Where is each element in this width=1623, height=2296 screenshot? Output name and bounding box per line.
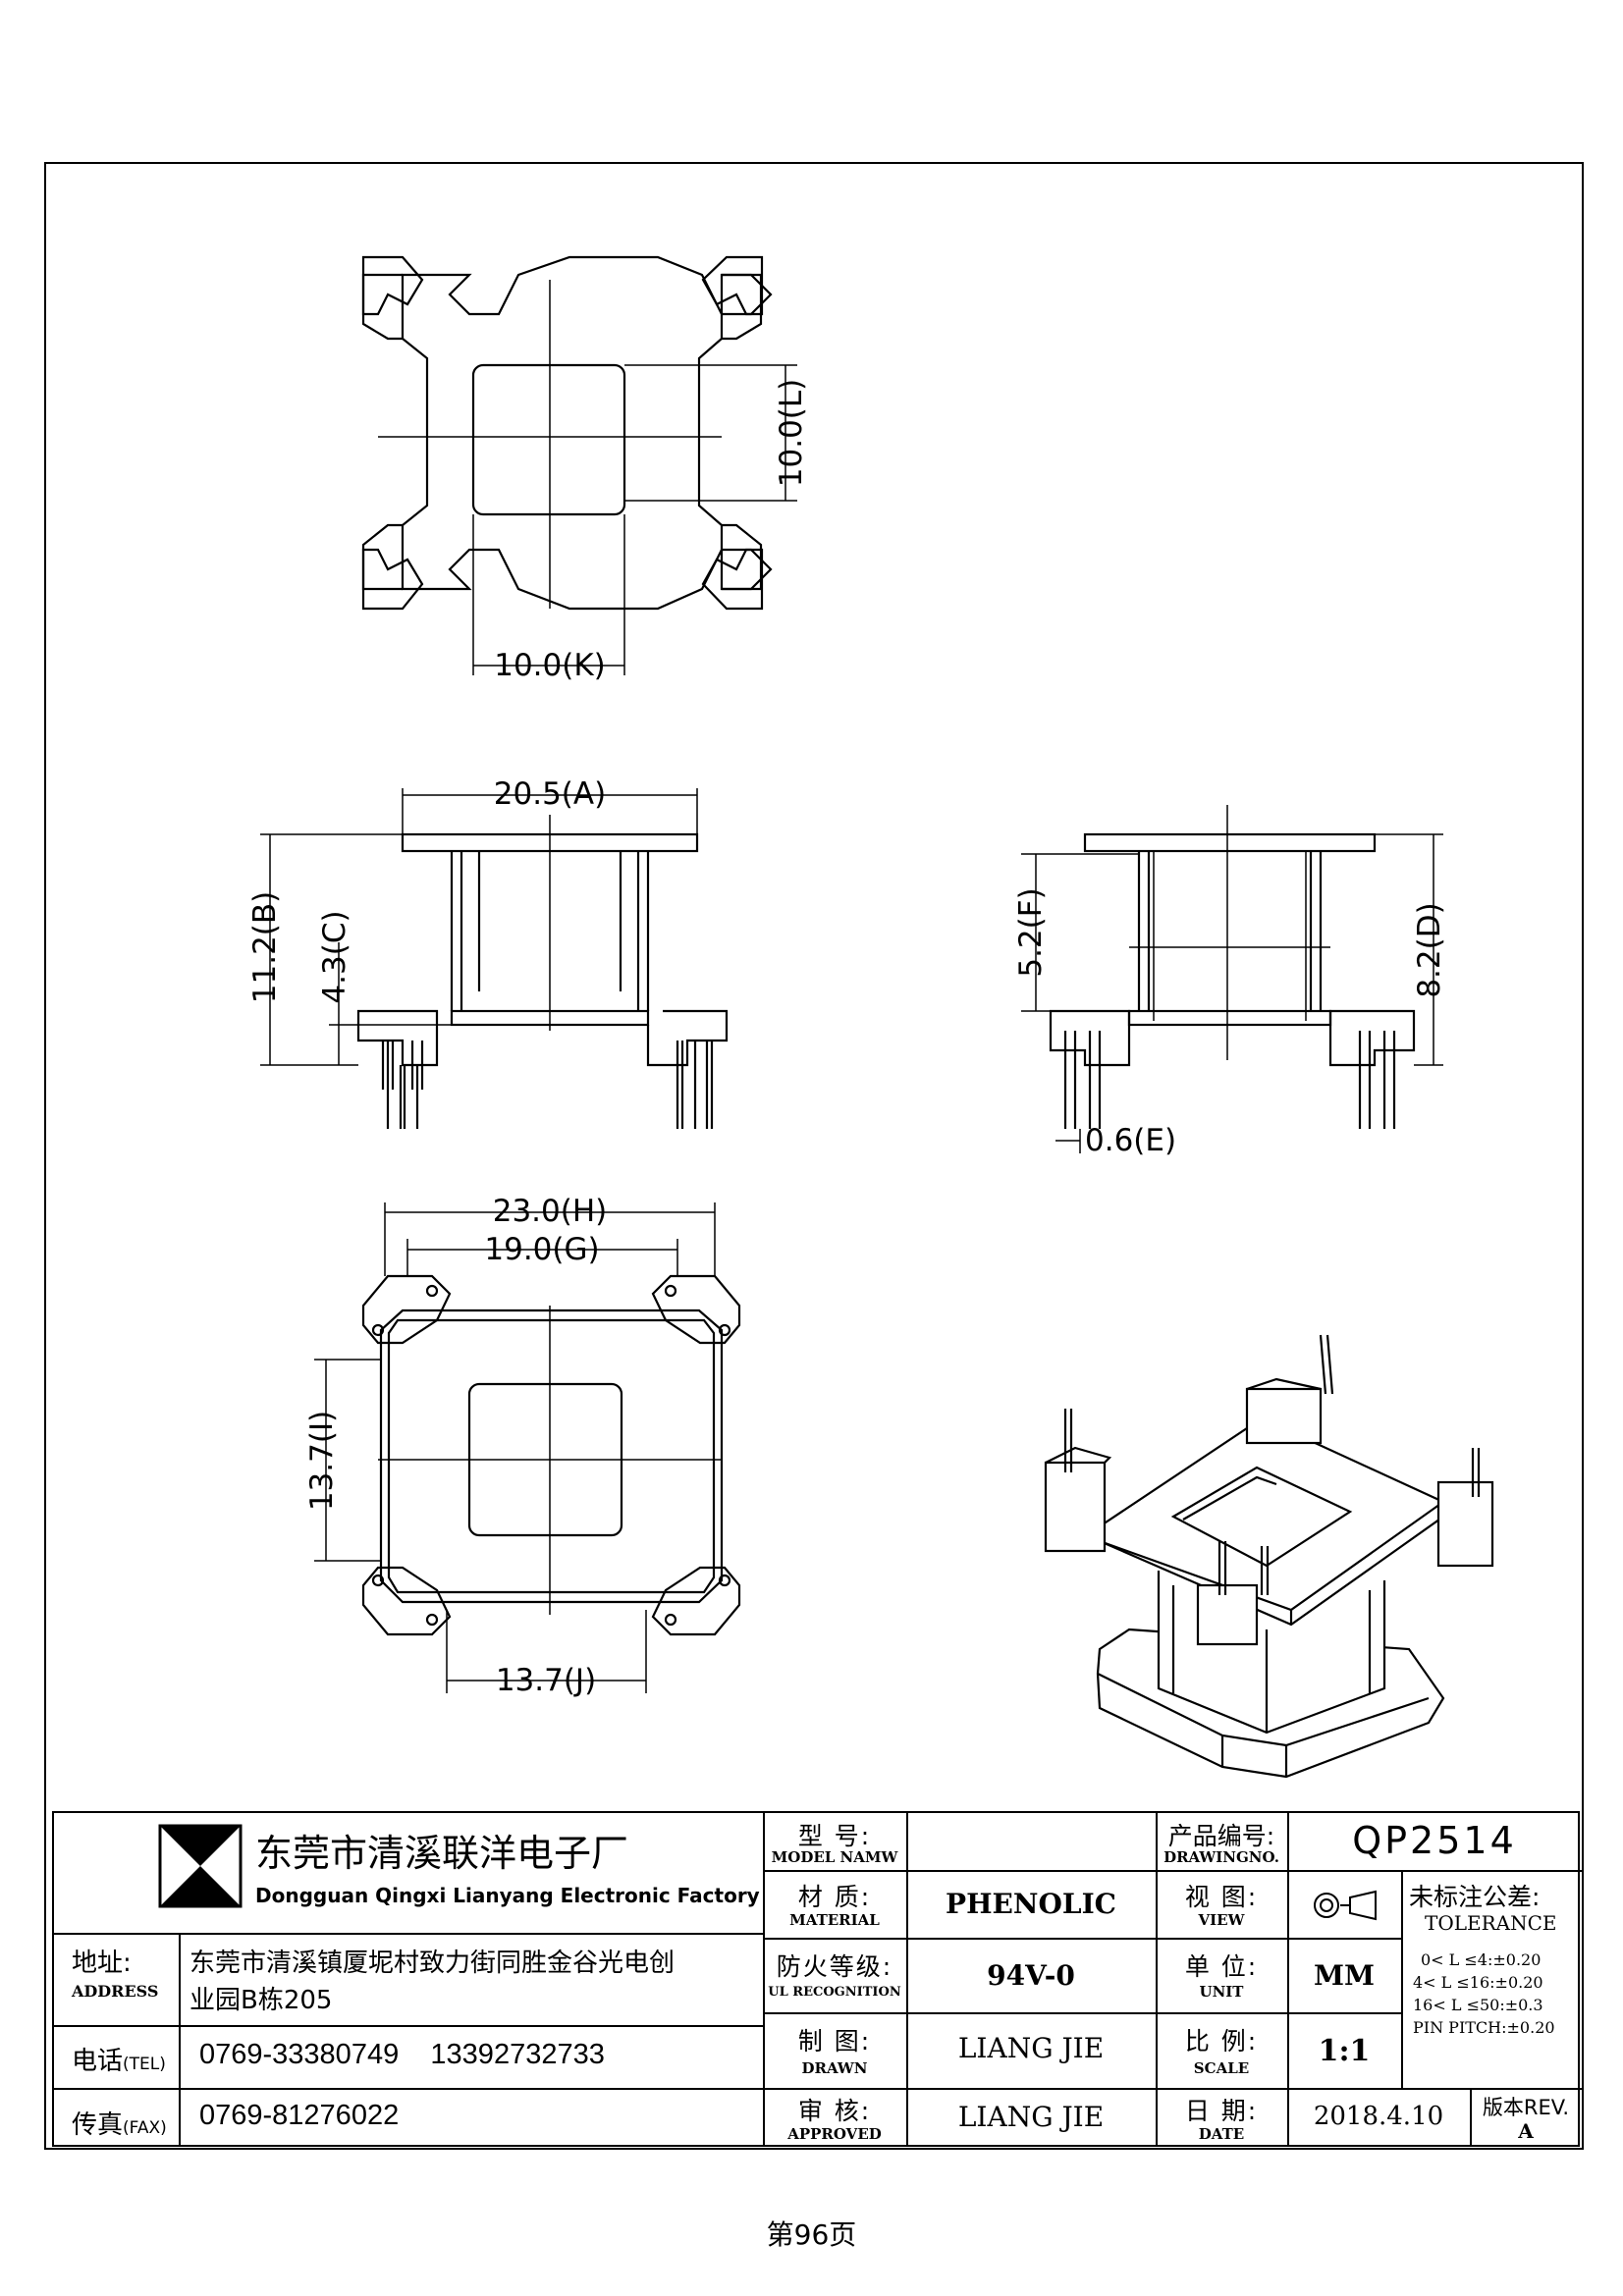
ul-label-en: UL RECOGNITION (768, 1985, 901, 2000)
material-label-cn: 材 质: (797, 1883, 872, 1911)
dim-C-label: 4.3(C) (317, 910, 352, 1003)
approved-label-en: APPROVED (787, 2125, 882, 2143)
unit-label-cn: 单 位: (1184, 1952, 1259, 1981)
isometric-view (1044, 1334, 1494, 1779)
date-label-cn: 日 期: (1184, 2097, 1259, 2125)
ul-value: 94V-0 (987, 1959, 1075, 1992)
tolerance-block: 未标注公差: TOLERANCE 0< L ≤4:±0.20 4< L ≤16:… (1405, 1874, 1580, 2085)
dim-B-label: 11.2(B) (247, 891, 283, 1003)
tolerance-title-cn: 未标注公差: (1409, 1883, 1541, 1911)
address-label-cn: 地址: (72, 1949, 132, 1978)
model-label: 型 号: MODEL NAMW (763, 1813, 906, 1870)
fax-label: 传真(FAX) (72, 2105, 180, 2141)
drawing-frame (44, 162, 1584, 2150)
material-value: PHENOLIC (946, 1888, 1116, 1920)
tel-label-en: (TEL) (123, 2055, 166, 2074)
ul-label: 防火等级: UL RECOGNITION (763, 1938, 906, 2012)
drawingno-label: 产品编号: DRAWINGNO. (1156, 1813, 1287, 1870)
model-label-cn: 型 号: (797, 1822, 872, 1850)
drawn-label-en: DRAWN (801, 2059, 868, 2077)
tel-label-cn: 电话 (72, 2047, 124, 2076)
dim-G-label: 19.0(G) (484, 1232, 599, 1267)
tel-value: 0769-33380749 13392732733 (199, 2039, 605, 2070)
fax-label-cn: 传真 (72, 2110, 124, 2140)
unit-value: MM (1314, 1959, 1375, 1992)
dim-I-label: 13.7(I) (304, 1411, 340, 1511)
address-line-2: 业园B栋205 (189, 1986, 333, 2015)
fax-value: 0769-81276022 (199, 2100, 400, 2131)
view-label-en: VIEW (1198, 1911, 1245, 1929)
side-view (1021, 805, 1443, 1153)
model-label-en: MODEL NAMW (771, 1848, 898, 1866)
tolerance-line-3: 16< L ≤50:±0.3 (1413, 1996, 1543, 2014)
approved-label: 审 核: APPROVED (763, 2088, 906, 2147)
dim-E-label: 0.6(E) (1085, 1123, 1176, 1158)
dim-A-label: 20.5(A) (494, 776, 606, 812)
dim-J-label: 13.7(J) (496, 1663, 596, 1698)
unit-label: 单 位: UNIT (1156, 1938, 1287, 2012)
drawn-value: LIANG JIE (957, 2032, 1105, 2064)
projection-symbol (1287, 1870, 1401, 1938)
dim-K-label: 10.0(K) (494, 648, 606, 683)
company-name-cn: 东莞市清溪联洋电子厂 (255, 1832, 629, 1875)
unit-label-en: UNIT (1199, 1983, 1244, 2001)
scale-label-en: SCALE (1193, 2059, 1250, 2077)
tolerance-title-en: TOLERANCE (1425, 1911, 1557, 1935)
tel-label: 电话(TEL) (72, 2041, 180, 2077)
model-value (906, 1813, 1156, 1870)
dim-D-label: 8.2(D) (1412, 902, 1447, 997)
company-logo (158, 1824, 243, 1908)
scale-label-cn: 比 例: (1184, 2027, 1259, 2056)
scale-value: 1:1 (1318, 2034, 1371, 2068)
page-number: 第96页 (766, 2218, 857, 2251)
view-label: 视 图: VIEW (1156, 1870, 1287, 1938)
revision: 版本REV. A (1470, 2088, 1582, 2147)
tolerance-line-4: PIN PITCH:±0.20 (1413, 2018, 1555, 2037)
material-label-en: MATERIAL (789, 1911, 880, 1929)
approved-value: LIANG JIE (957, 2101, 1105, 2133)
view-label-cn: 视 图: (1184, 1883, 1259, 1911)
front-view (260, 788, 729, 1129)
drawn-label-cn: 制 图: (797, 2027, 872, 2056)
address-line-1: 东莞市清溪镇厦坭村致力街同胜金谷光电创 (189, 1949, 676, 1978)
tolerance-line-1: 0< L ≤4:±0.20 (1421, 1950, 1542, 1969)
ul-label-cn: 防火等级: (776, 1952, 893, 1981)
dim-L-label: 10.0(L) (774, 379, 809, 487)
date-value: 2018.4.10 (1313, 2102, 1444, 2131)
title-block: 东莞市清溪联洋电子厂 Dongguan Qingxi Lianyang Elec… (52, 1811, 1582, 2147)
date-label-en: DATE (1198, 2125, 1245, 2143)
drawingno-value: QP2514 (1352, 1819, 1517, 1862)
tolerance-line-2: 4< L ≤16:±0.20 (1413, 1973, 1543, 1992)
approved-label-cn: 审 核: (797, 2097, 872, 2125)
revision-label: 版本REV. (1482, 2096, 1570, 2119)
bottom-view (314, 1202, 741, 1693)
material-label: 材 质: MATERIAL (763, 1870, 906, 1938)
revision-value: A (1518, 2119, 1534, 2143)
top-view (361, 255, 797, 675)
scale-label: 比 例: SCALE (1156, 2012, 1287, 2088)
third-angle-projection-icon (1314, 1890, 1377, 1921)
fax-label-en: (FAX) (123, 2118, 167, 2138)
address-label-en: ADDRESS (72, 1982, 159, 2001)
dim-H-label: 23.0(H) (493, 1194, 608, 1229)
dim-F-label: 5.2(F) (1013, 887, 1049, 977)
date-label: 日 期: DATE (1156, 2088, 1287, 2147)
drawingno-label-cn: 产品编号: (1167, 1822, 1275, 1850)
company-name-en: Dongguan Qingxi Lianyang Electronic Fact… (255, 1884, 760, 1907)
drawingno-label-en: DRAWINGNO. (1163, 1848, 1279, 1866)
drawn-label: 制 图: DRAWN (763, 2012, 906, 2088)
